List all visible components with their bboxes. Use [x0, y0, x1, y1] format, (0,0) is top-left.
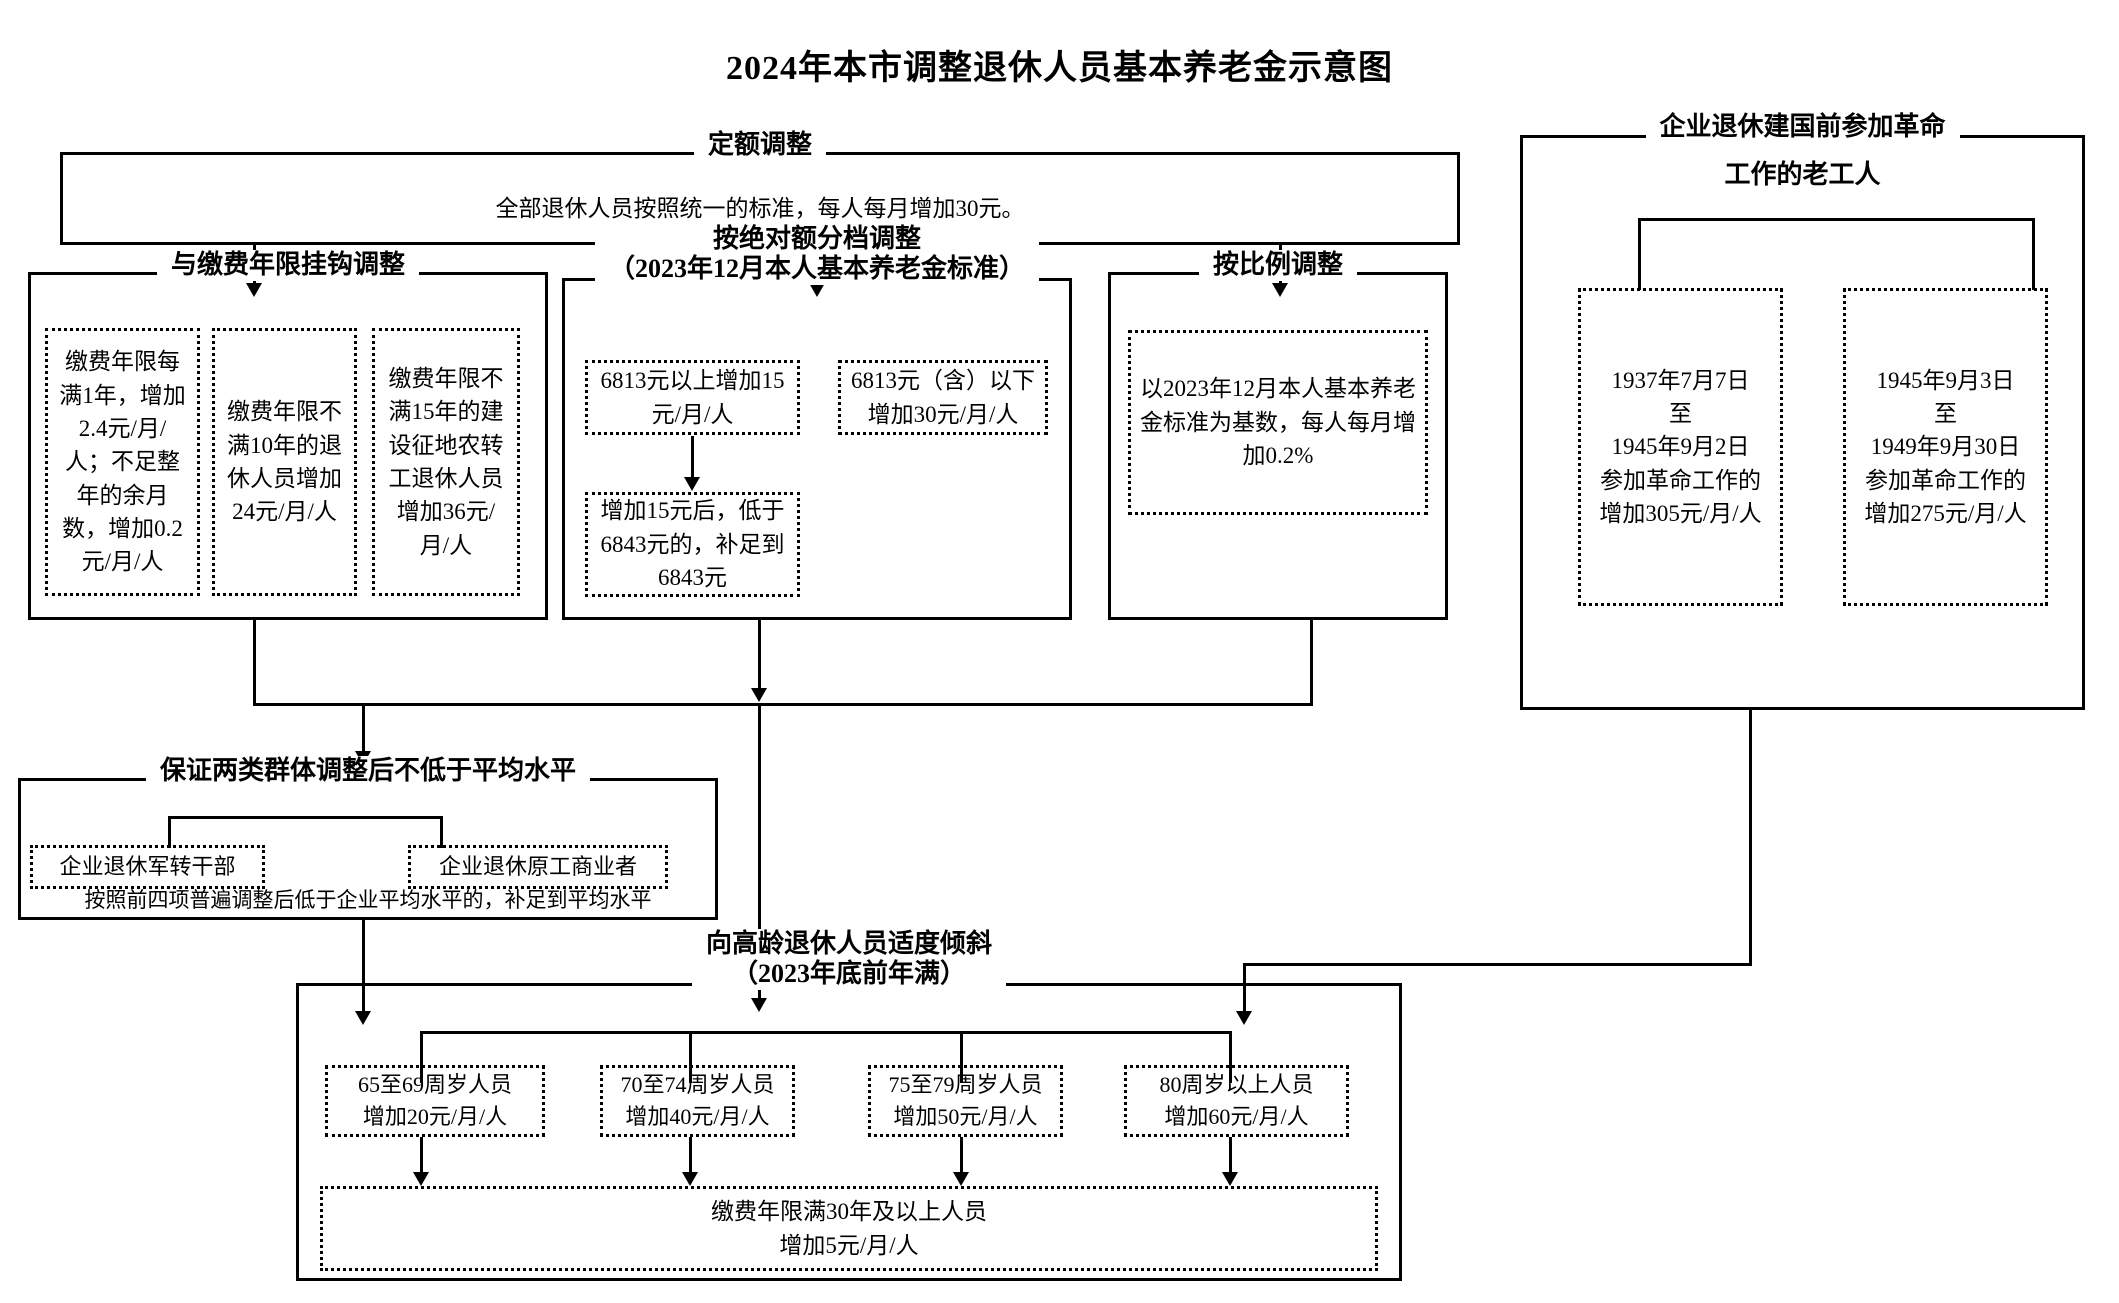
group-absolute-tier: 按绝对额分档调整 （2023年12月本人基本养老金标准）: [562, 223, 1072, 620]
connector-elderly-split-bus: [420, 1031, 1232, 1034]
elderly-age-tier-2: 70至74周岁人员 增加40元/月/人: [600, 1065, 795, 1137]
elderly-age-tier-3: 75至79周岁人员 增加50元/月/人: [868, 1065, 1063, 1137]
absolute-tier-above: 6813元以上增加15元/月/人: [585, 360, 800, 435]
group-years-linked-legend: 与缴费年限挂钩调整: [156, 250, 420, 281]
connector-guarantee-left: [168, 816, 171, 848]
connector-pre-founding-right: [2032, 218, 2035, 290]
group-fixed-adjustment-legend: 定额调整: [693, 130, 827, 161]
guarantee-group-a: 企业退休军转干部: [30, 845, 265, 889]
connector-pre-founding-left-run: [1243, 963, 1752, 966]
group-elderly-tilt-legend: 向高龄退休人员适度倾斜 （2023年底前年满）: [691, 928, 1007, 991]
arrow-bus-to-elderly: [751, 998, 767, 1012]
arrow-tier2-down: [682, 1172, 698, 1186]
group-years-linked: 与缴费年限挂钩调整: [28, 250, 548, 620]
group-absolute-tier-legend-line1: 按绝对额分档调整: [712, 223, 922, 253]
group-absolute-tier-legend: 按绝对额分档调整 （2023年12月本人基本养老金标准）: [594, 223, 1040, 286]
arrow-guarantee-to-elderly: [355, 1011, 371, 1025]
arrow-tier4-down: [1222, 1172, 1238, 1186]
arrow-tier3-down: [953, 1172, 969, 1186]
proportional-body: 以2023年12月本人基本养老金标准为基数，每人每月增加0.2%: [1128, 330, 1428, 515]
absolute-tier-makeup: 增加15元后，低于6843元的，补足到6843元: [585, 492, 800, 597]
arrow-fixed-to-tier: [809, 283, 825, 297]
group-pre-founding-legend-line1: 企业退休建国前参加革命: [1659, 112, 1946, 141]
connector-tier2-down: [689, 1137, 692, 1174]
years-linked-item-1: 缴费年限每满1年，增加2.4元/月/人；不足整年的余月数，增加0.2元/月/人: [45, 328, 200, 596]
connector-tier4-down: [1229, 1137, 1232, 1174]
years-linked-item-3: 缴费年限不满15年的建设征地农转工退休人员增加36元/月/人: [372, 328, 520, 596]
absolute-tier-below: 6813元（含）以下增加30元/月/人: [838, 360, 1048, 435]
group-elderly-tilt: 向高龄退休人员适度倾斜 （2023年底前年满）: [296, 928, 1402, 1281]
connector-years-down: [253, 620, 256, 705]
connector-pre-founding-drop: [1243, 963, 1246, 1013]
connector-elderly-branch-4: [1229, 1031, 1232, 1083]
connector-elderly-branch-3: [960, 1031, 963, 1083]
connector-elderly-branch-1: [420, 1031, 423, 1083]
connector-tier3-down: [960, 1137, 963, 1174]
arrow-above-to-makeup: [684, 477, 700, 491]
connector-bus-to-guarantee: [362, 703, 365, 753]
elderly-age-tier-4: 80周岁以上人员 增加60元/月/人: [1124, 1065, 1349, 1137]
connector-merge-bus: [253, 703, 1313, 706]
fixed-adjustment-body: 全部退休人员按照统一的标准，每人每月增加30元。: [495, 196, 1025, 221]
connector-guarantee-to-elderly: [362, 920, 365, 1013]
group-proportional-legend: 按比例调整: [1198, 250, 1358, 281]
arrow-tier-to-bus: [751, 688, 767, 702]
arrow-pre-founding-to-elderly: [1236, 1011, 1252, 1025]
group-proportional: 按比例调整: [1108, 250, 1448, 620]
group-elderly-tilt-legend-line2: （2023年底前年满）: [731, 959, 967, 989]
years-linked-item-2: 缴费年限不满10年的退休人员增加24元/月/人: [212, 328, 357, 596]
connector-guarantee-right: [440, 816, 443, 848]
page-title: 2024年本市调整退休人员基本养老金示意图: [726, 50, 1393, 87]
group-pre-founding: 企业退休建国前参加革命: [1520, 112, 2085, 710]
group-absolute-tier-legend-line2: （2023年12月本人基本养老金标准）: [608, 254, 1026, 284]
arrow-tier1-down: [413, 1172, 429, 1186]
connector-above-to-makeup: [691, 436, 694, 479]
group-guarantee: 保证两类群体调整后不低于平均水平: [18, 756, 718, 920]
connector-guarantee-split: [168, 816, 443, 819]
group-guarantee-legend: 保证两类群体调整后不低于平均水平: [145, 756, 591, 787]
arrow-fixed-to-years: [246, 283, 262, 297]
group-pre-founding-legend-line2: 工作的老工人: [1724, 160, 1881, 189]
connector-pre-founding-split: [1638, 218, 2035, 221]
pre-founding-item-2: 1945年9月3日 至 1949年9月30日 参加革命工作的 增加275元/月/…: [1843, 288, 2048, 606]
group-elderly-tilt-legend-line1: 向高龄退休人员适度倾斜: [705, 928, 993, 958]
elderly-long-term-box: 缴费年限满30年及以上人员 增加5元/月/人: [320, 1186, 1378, 1271]
pre-founding-item-1: 1937年7月7日 至 1945年9月2日 参加革命工作的 增加305元/月/人: [1578, 288, 1783, 606]
connector-tier-down: [758, 620, 761, 690]
arrow-fixed-to-proportional: [1272, 283, 1288, 297]
guarantee-note: 按照前四项普遍调整后低于企业平均水平的，补足到平均水平: [84, 888, 652, 912]
connector-tier1-down: [420, 1137, 423, 1174]
connector-bus-to-elderly: [758, 703, 761, 1000]
connector-pre-founding-down: [1749, 710, 1752, 965]
group-pre-founding-legend: 企业退休建国前参加革命: [1645, 112, 1960, 143]
guarantee-group-b: 企业退休原工商业者: [408, 845, 668, 889]
connector-proportional-down: [1310, 620, 1313, 705]
elderly-age-tier-1: 65至69周岁人员 增加20元/月/人: [325, 1065, 545, 1137]
connector-elderly-branch-2: [689, 1031, 692, 1083]
connector-pre-founding-left: [1638, 218, 1641, 290]
